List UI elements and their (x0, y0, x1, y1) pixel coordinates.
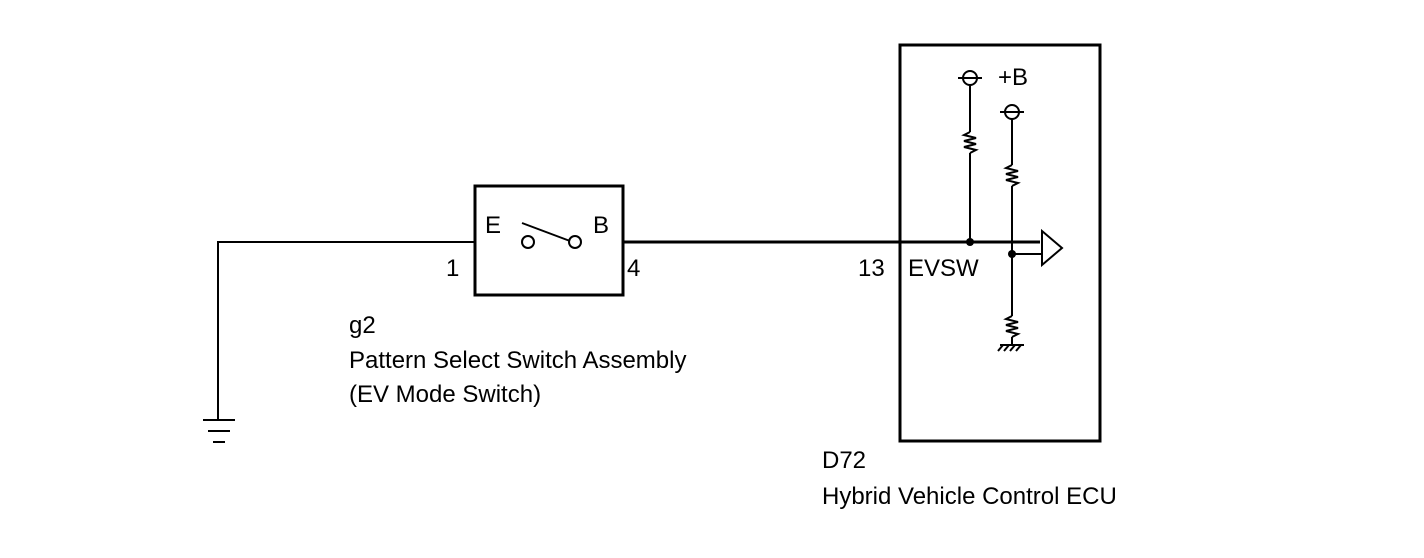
ecu-signal-evsw: EVSW (908, 255, 979, 282)
ecu-box (898, 43, 1102, 443)
switch-subname-label: (EV Mode Switch) (349, 381, 541, 408)
input-buffer-icon (1041, 228, 1064, 268)
switch-code-label: g2 (349, 312, 376, 339)
resistor-icon (961, 131, 979, 154)
ground-icon (203, 419, 235, 443)
ecu-code-label: D72 (822, 447, 866, 474)
junction-dot (966, 238, 974, 246)
ground-icon (997, 344, 1024, 352)
switch-icon (521, 222, 582, 249)
switch-pin-1: 1 (446, 255, 459, 282)
switch-terminal-b: B (593, 212, 609, 239)
ecu-supply-label: +B (998, 64, 1028, 91)
power-terminal-icon (958, 70, 982, 86)
resistor-icon (1003, 164, 1021, 187)
switch-name-label: Pattern Select Switch Assembly (349, 347, 686, 374)
power-terminal-icon (1000, 104, 1024, 120)
resistor-icon (1003, 315, 1021, 338)
switch-terminal-e: E (485, 212, 501, 239)
switch-assembly-box (473, 184, 625, 297)
ecu-name-label: Hybrid Vehicle Control ECU (822, 483, 1117, 510)
ecu-pin-13: 13 (858, 255, 885, 282)
ground-wire (217, 241, 475, 420)
switch-pin-4: 4 (627, 255, 640, 282)
